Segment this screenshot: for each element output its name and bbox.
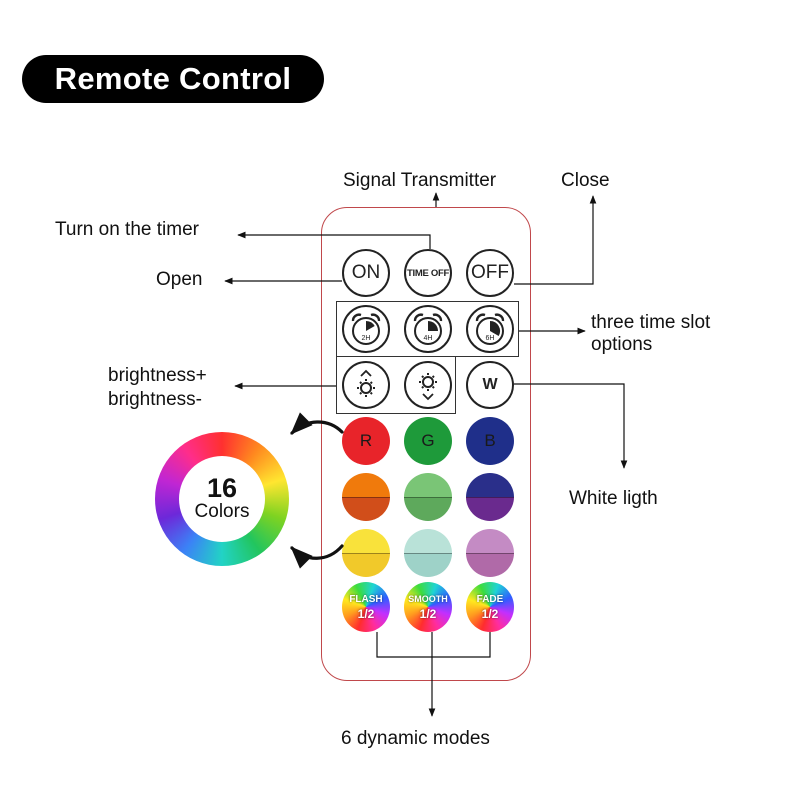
brightness-up-icon: [357, 369, 375, 397]
open-label: Open: [156, 269, 203, 290]
white-light-arrow: [514, 383, 628, 469]
flash-mode-speed: 1/2: [357, 607, 375, 621]
smooth-mode-label: SMOOTH: [408, 594, 448, 604]
green-button-label: G: [421, 431, 435, 450]
timer-6h-button[interactable]: 6H: [466, 305, 514, 353]
indigo-button[interactable]: [466, 473, 514, 521]
flash-mode-button[interactable]: FLASH 1/2: [342, 582, 390, 632]
blue-button-label: B: [484, 431, 496, 450]
smooth-mode-button[interactable]: SMOOTH 1/2: [404, 582, 452, 632]
timer-2h-button[interactable]: 2H: [342, 305, 390, 353]
title-banner: Remote Control: [22, 55, 324, 103]
curved-arrow-bottom: [290, 544, 344, 569]
orange-button[interactable]: [342, 473, 390, 521]
light-green-button[interactable]: [404, 473, 452, 521]
off-button[interactable]: OFF: [466, 249, 514, 297]
fade-mode-speed: 1/2: [481, 607, 499, 621]
red-button[interactable]: R: [342, 417, 390, 465]
curved-arrow-top: [290, 412, 344, 435]
remote-body: [321, 207, 531, 681]
on-button[interactable]: ON: [342, 249, 390, 297]
yellow-button[interactable]: [342, 529, 390, 577]
timer-4h-button[interactable]: 4H: [404, 305, 452, 353]
blue-button[interactable]: B: [466, 417, 514, 465]
alarm-clock-icon: 6H: [475, 313, 505, 345]
alarm-clock-icon: 4H: [413, 313, 443, 345]
brightness-down-icon: [419, 373, 437, 401]
time-slot-label-line1: three time slot: [591, 312, 711, 333]
time-slot-label-line2: options: [591, 334, 653, 355]
color-wheel: 16 Colors: [155, 432, 289, 566]
color-count: 16: [206, 473, 238, 503]
white-button[interactable]: W: [466, 361, 514, 409]
off-button-label: OFF: [471, 262, 509, 283]
flash-mode-label: FLASH: [349, 594, 383, 605]
brightness-down-button[interactable]: [404, 361, 452, 409]
color-wheel-center: 16 Colors: [179, 456, 265, 542]
close-label: Close: [561, 170, 610, 191]
signal-transmitter-label: Signal Transmitter: [343, 170, 497, 191]
fade-mode-label: FADE: [476, 594, 504, 605]
alarm-clock-icon: 2H: [351, 313, 381, 345]
time-off-button[interactable]: TIME OFF: [404, 249, 452, 297]
red-button-label: R: [359, 431, 373, 450]
on-button-label: ON: [351, 262, 381, 283]
timer-6h-text: 6H: [486, 335, 495, 342]
cyan-button[interactable]: [404, 529, 452, 577]
brightness-group-box: [336, 356, 456, 414]
brightness-up-button[interactable]: [342, 361, 390, 409]
timer-4h-text: 4H: [424, 335, 433, 342]
white-light-label: White ligth: [569, 488, 658, 509]
dynamic-modes-label: 6 dynamic modes: [341, 728, 490, 749]
brightness-plus-label: brightness+: [108, 365, 207, 386]
brightness-minus-label: brightness-: [108, 389, 202, 410]
white-button-label: W: [482, 376, 498, 393]
green-button[interactable]: G: [404, 417, 452, 465]
turn-on-timer-label: Turn on the timer: [55, 219, 199, 240]
fade-mode-button[interactable]: FADE 1/2: [466, 582, 514, 632]
timer-2h-text: 2H: [362, 335, 371, 342]
pink-button[interactable]: [466, 529, 514, 577]
dynamic-modes-bracket: [376, 632, 491, 658]
smooth-mode-speed: 1/2: [419, 607, 437, 621]
close-arrow: [514, 195, 597, 285]
timer-arrow: [237, 231, 431, 249]
color-count-text: Colors: [194, 501, 250, 522]
time-off-button-label: TIME OFF: [407, 267, 449, 279]
